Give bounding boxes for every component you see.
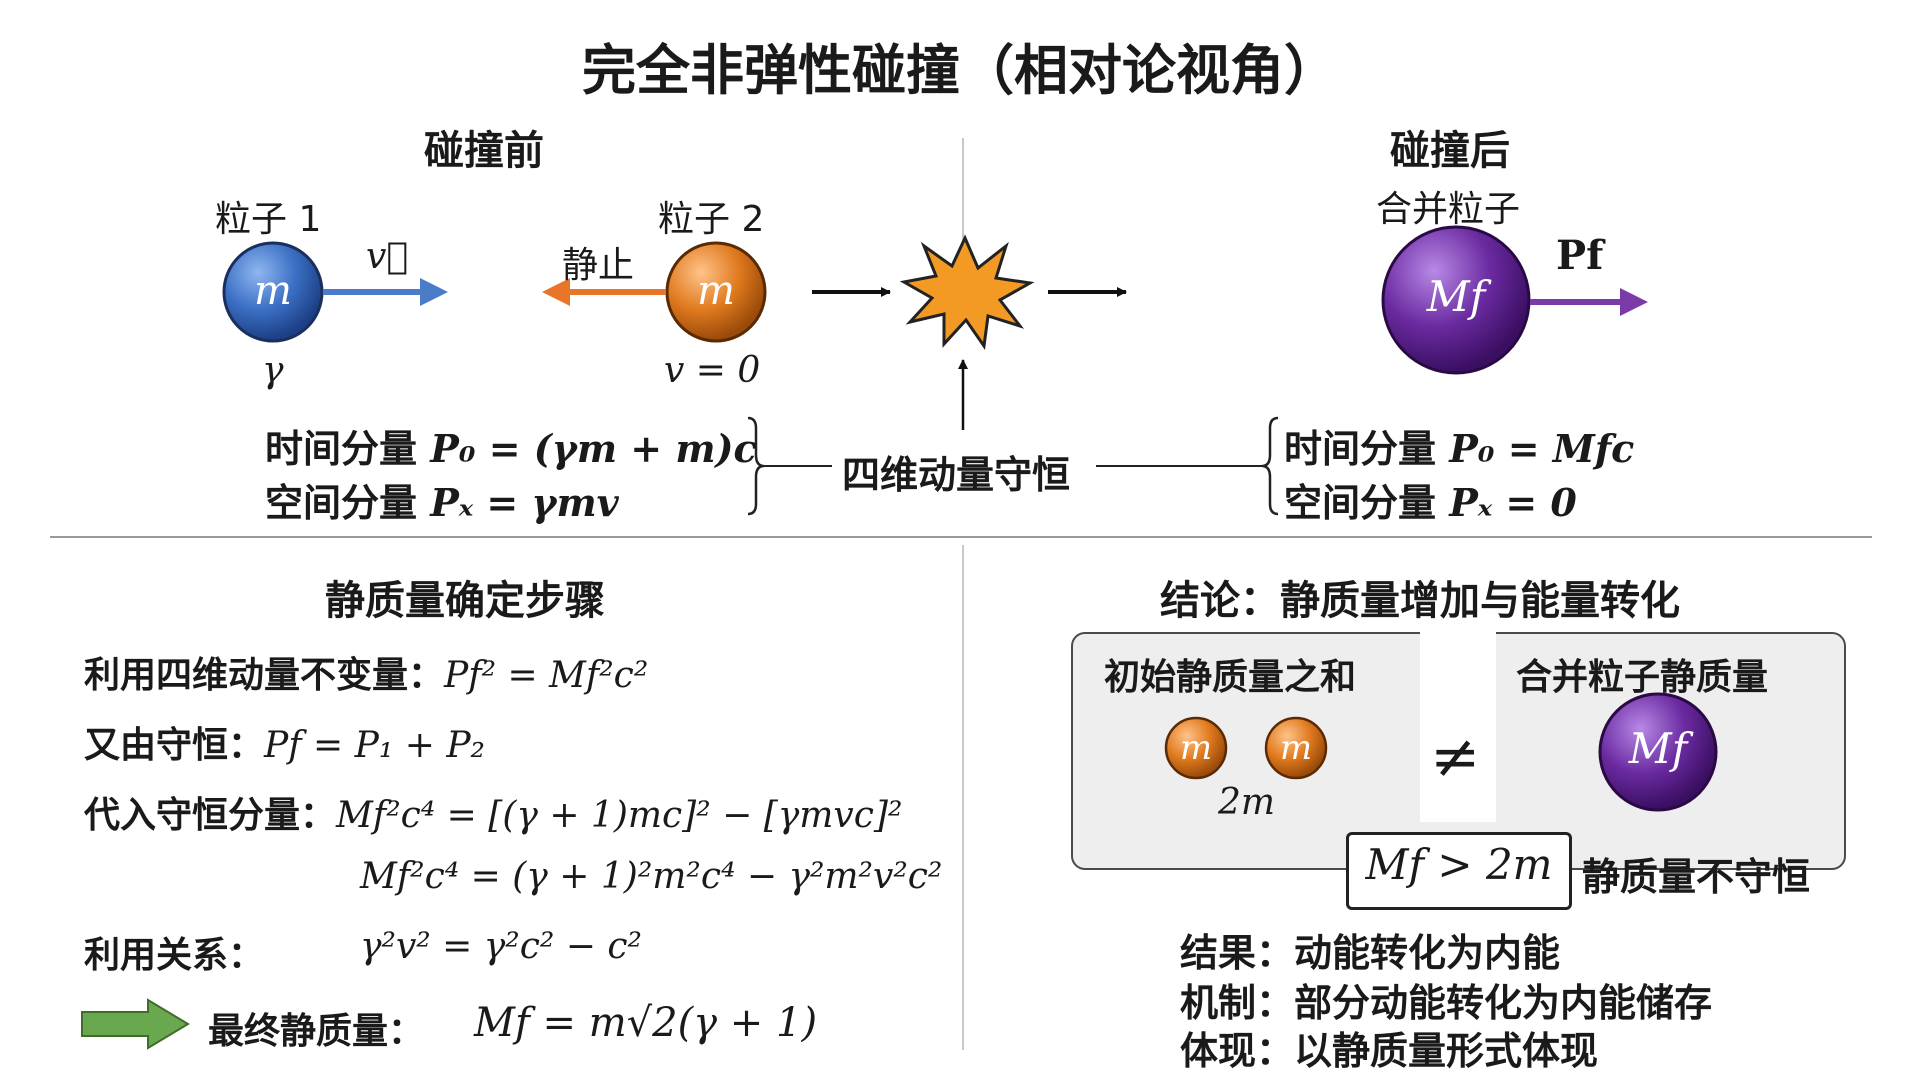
step-row-2: 又由守恒：Pf = P₁ + P₂ [84, 725, 485, 766]
after-space-eq: Pₓ = 0 [1449, 480, 1577, 525]
conclusion-heading: 结论：静质量增加与能量转化 [1160, 578, 1680, 624]
step-row-1: 利用四维动量不变量：Pf² = Mf²c² [84, 655, 649, 696]
particle2-left-arrow [542, 278, 570, 306]
particle2-mass: m [697, 268, 735, 314]
merged-particle-label: 合并粒子 [1376, 189, 1521, 230]
merged-sphere [1381, 225, 1531, 375]
initial-sphere-1-mass: m [1179, 728, 1213, 768]
before-heading: 碰撞前 [424, 128, 544, 174]
particle1-gamma: γ [262, 350, 284, 391]
particle2-sphere [665, 241, 767, 343]
final-green-arrow [81, 998, 190, 1050]
before-time-component: 时间分量 P₀ = (γm + m)c [265, 426, 757, 471]
after-time-component: 时间分量 P₀ = Mfc [1284, 426, 1635, 471]
initial-sphere-2-mass: m [1279, 728, 1313, 768]
particle1-mass: m [254, 268, 292, 314]
collision-burst [899, 234, 1035, 351]
step-row-4: Mf²c⁴ = (γ + 1)²m²c⁴ − γ²m²v²c² [360, 856, 943, 897]
result-row-3: 体现：以静质量形式体现 [1180, 1029, 1599, 1073]
steps-heading: 静质量确定步骤 [325, 578, 605, 624]
final-label: 最终静质量： [208, 1011, 425, 1052]
step-row-5-eq: γ²v² = γ²c² − c² [360, 926, 642, 967]
initial-mass-label: 初始静质量之和 [1104, 657, 1357, 698]
merged-momentum: Pf [1556, 232, 1604, 279]
after-heading: 碰撞后 [1390, 128, 1510, 174]
not-conserved-label: 静质量不守恒 [1582, 855, 1811, 899]
particle2-label: 粒子 2 [658, 199, 765, 240]
after-space-component: 空间分量 Pₓ = 0 [1284, 480, 1577, 525]
initial-sum: 2m [1218, 782, 1276, 823]
conservation-label: 四维动量守恒 [842, 453, 1071, 497]
page-title: 完全非弹性碰撞（相对论视角） [582, 39, 1338, 102]
conclusion-merged-mass: Mf [1628, 724, 1688, 773]
after-time-eq: P₀ = Mfc [1449, 426, 1635, 471]
particle2-velocity: v = 0 [664, 350, 761, 391]
merged-mass: Mf [1426, 272, 1486, 321]
particle2-rest-label: 静止 [562, 245, 635, 286]
neq-symbol: ≠ [1430, 722, 1481, 792]
before-space-eq: Pₓ = γmv [430, 480, 619, 525]
before-time-eq: P₀ = (γm + m)c [430, 426, 757, 471]
right-brace [1261, 416, 1279, 516]
particle1-velocity-arrow [420, 278, 448, 306]
inequality-box [1346, 832, 1572, 910]
before-space-component: 空间分量 Pₓ = γmv [265, 480, 619, 525]
final-eq: Mf = m√2(γ + 1) [474, 1000, 818, 1046]
particle1-velocity: v⃗ [366, 236, 408, 277]
particle1-label: 粒子 1 [215, 199, 322, 240]
conclusion-divider [1420, 632, 1496, 822]
merged-momentum-arrow [1620, 288, 1648, 316]
result-row-2: 机制：部分动能转化为内能储存 [1180, 981, 1713, 1025]
inequality: Mf > 2m [1365, 840, 1553, 889]
particle1-sphere [222, 241, 324, 343]
step-row-3: 代入守恒分量：Mf²c⁴ = [(γ + 1)mc]² − [γmvc]² [84, 795, 903, 836]
merged-mass-label: 合并粒子静质量 [1516, 657, 1769, 698]
step-row-5: 利用关系： [84, 935, 265, 976]
result-row-1: 结果：动能转化为内能 [1180, 931, 1561, 975]
